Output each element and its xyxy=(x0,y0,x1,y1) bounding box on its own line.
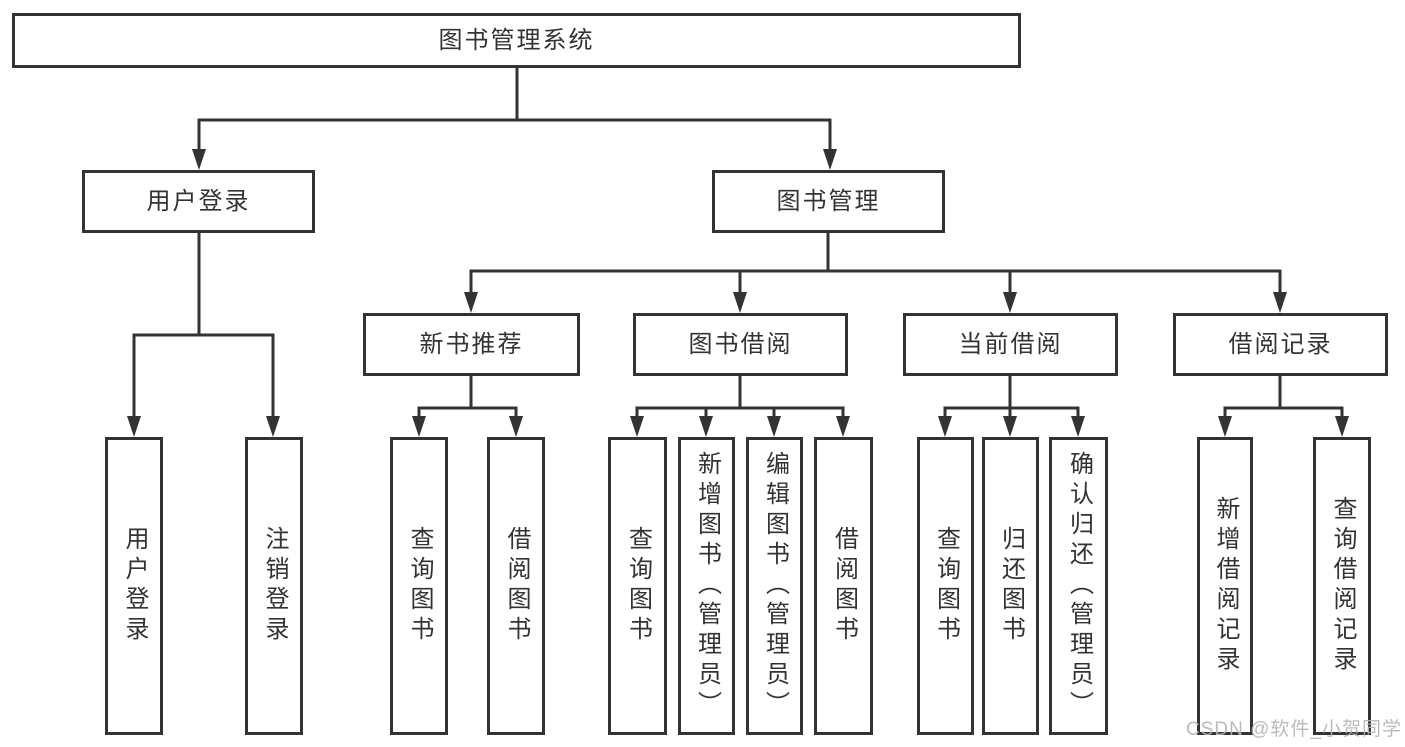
arrowhead xyxy=(1003,292,1017,313)
arrowhead xyxy=(938,416,952,437)
arrowhead xyxy=(1003,416,1017,437)
connector-user-login-to-leaves xyxy=(127,233,280,437)
connector-book-borrow-to-leaves xyxy=(630,376,850,437)
leaf-query-books-borrow: 查询图书 xyxy=(608,437,667,735)
leaf-query-books-newbook: 查询图书 xyxy=(390,437,448,735)
csdn-watermark: CSDN @软件_小贺同学 xyxy=(1186,719,1402,740)
arrowhead xyxy=(266,416,280,437)
arrowhead xyxy=(630,416,644,437)
arrowhead xyxy=(412,416,426,437)
node-book-borrowing: 图书借阅 xyxy=(633,313,848,376)
arrowhead xyxy=(1273,292,1287,313)
leaf-edit-books-admin: 编辑图书（管理员） xyxy=(746,437,803,735)
arrowhead xyxy=(836,416,850,437)
connector-new-book-to-leaves xyxy=(412,376,523,437)
leaf-borrow-books-newbook: 借阅图书 xyxy=(487,437,545,735)
node-library-system: 图书管理系统 xyxy=(12,13,1021,68)
leaf-borrow-books: 借阅图书 xyxy=(814,437,873,735)
leaf-add-books-admin: 新增图书（管理员） xyxy=(678,437,735,735)
node-user-login: 用户登录 xyxy=(82,170,315,233)
arrowhead xyxy=(192,149,206,170)
arrowhead xyxy=(1071,416,1085,437)
arrowhead xyxy=(699,416,713,437)
arrowhead xyxy=(509,416,523,437)
node-new-book-recommend: 新书推荐 xyxy=(363,313,580,376)
node-borrow-records: 借阅记录 xyxy=(1173,313,1388,376)
arrowhead xyxy=(823,149,837,170)
connector-root-to-level2 xyxy=(192,68,837,170)
connector-borrow-record-to-leaves xyxy=(1218,376,1349,437)
arrowhead xyxy=(767,416,781,437)
arrowhead xyxy=(733,292,747,313)
arrowhead xyxy=(464,292,478,313)
arrowhead xyxy=(1218,416,1232,437)
leaf-add-borrow-record: 新增借阅记录 xyxy=(1197,437,1253,735)
leaf-logout: 注销登录 xyxy=(245,437,303,735)
arrowhead xyxy=(127,416,141,437)
node-book-management: 图书管理 xyxy=(712,170,945,233)
leaf-query-books-current: 查询图书 xyxy=(917,437,974,735)
connector-book-mgmt-to-level3 xyxy=(464,233,1287,313)
leaf-confirm-return-admin: 确认归还（管理员） xyxy=(1049,437,1108,735)
connector-current-borrow-to-leaves xyxy=(938,376,1085,437)
arrowhead xyxy=(1335,416,1349,437)
node-current-borrowing: 当前借阅 xyxy=(903,313,1118,376)
leaf-return-books: 归还图书 xyxy=(982,437,1039,735)
leaf-query-borrow-record: 查询借阅记录 xyxy=(1313,437,1371,735)
leaf-user-login: 用户登录 xyxy=(105,437,163,735)
